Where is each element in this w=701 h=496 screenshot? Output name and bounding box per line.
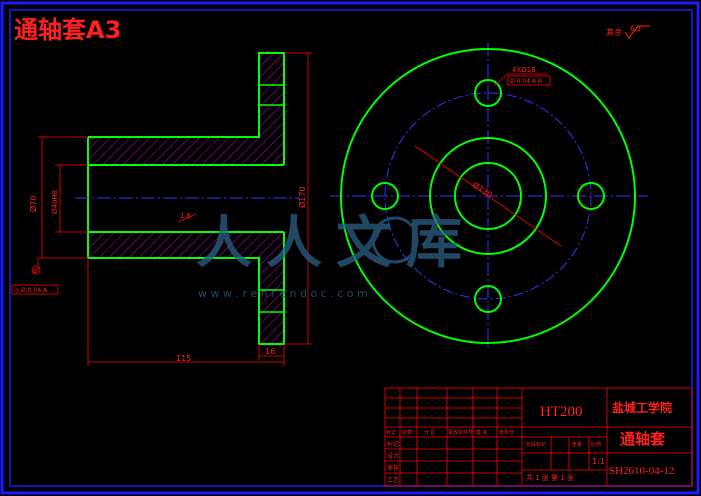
frame-border bbox=[9, 9, 693, 487]
tb-row-label-2: 审核 bbox=[387, 464, 399, 472]
bore-circle bbox=[454, 162, 522, 230]
watermark: 人人文库 w w w . r e n r e n d o c . c o m bbox=[196, 211, 476, 300]
hatch-upper-wall bbox=[88, 137, 284, 165]
bolt-circle-dim-line bbox=[414, 145, 562, 247]
tb-row-label-1: 设计 bbox=[387, 452, 399, 460]
tb-sheet-info: 共 1 张 第 1 张 bbox=[526, 473, 574, 482]
dim-flange-dia: Ø170 bbox=[297, 186, 307, 208]
tb-header-0: 标记 bbox=[386, 429, 396, 436]
hatch-flange-top bbox=[259, 53, 284, 105]
hole-note-leader bbox=[493, 73, 509, 87]
tb-drawing-no: SH2610-04-12 bbox=[609, 465, 674, 477]
datum-label: B bbox=[33, 268, 37, 275]
hole-note-frame bbox=[507, 75, 551, 86]
title-block-text: HT200 盐城工学院 通轴套 1:1 SH2610-04-12 共 1 张 第… bbox=[386, 400, 674, 484]
bolt-hole-bottom bbox=[474, 285, 502, 313]
tb-header-4: 签 名 bbox=[476, 429, 488, 436]
section-view: Ø70 Ø40H8 Ø170 115 16 1.6 B ◎ Ø 0.04 A bbox=[11, 52, 312, 366]
tb-scale: 1:1 bbox=[592, 457, 605, 466]
tb-row-label-0: 标记 bbox=[387, 440, 399, 448]
section-outline-top bbox=[88, 52, 285, 165]
tb-header-1: 处数 bbox=[402, 429, 412, 436]
dim-total-length: 115 bbox=[176, 354, 191, 363]
tolerance-frame-text: ◎ Ø 0.04 A bbox=[14, 287, 48, 294]
dim-inner-dia: Ø40H8 bbox=[51, 190, 59, 214]
watermark-text: 人人文库 bbox=[196, 211, 476, 276]
tb-school: 盐城工学院 bbox=[612, 400, 672, 415]
hatch-lower-wall bbox=[88, 232, 284, 258]
hub-outer-circle bbox=[429, 137, 547, 255]
bolt-hole-left bbox=[371, 182, 399, 210]
tb-row-label-3: 工艺 bbox=[387, 476, 399, 484]
tb-header-5: 年月日 bbox=[499, 429, 514, 436]
hole-note-tolerance: Ø 0.04 A B bbox=[510, 78, 542, 85]
roughness-symbol bbox=[624, 25, 650, 39]
tolerance-frame-box bbox=[11, 284, 59, 295]
tb-mid-header-2: 比例 bbox=[591, 441, 601, 448]
roughness-label: 其余 bbox=[606, 27, 622, 37]
hatch-flange-lower bbox=[259, 258, 284, 344]
hatch-flange-upper-step bbox=[259, 105, 284, 137]
bolt-hole-right bbox=[577, 182, 605, 210]
tb-part-name: 通轴套 bbox=[620, 430, 666, 448]
tb-material: HT200 bbox=[540, 404, 583, 420]
bolt-circle-dim: Ø130 bbox=[471, 179, 494, 199]
tb-mid-header-1: 重量 bbox=[572, 441, 582, 448]
drawing-title: 通轴套A3 bbox=[14, 16, 121, 44]
dim-flange-thickness: 16 bbox=[265, 347, 275, 356]
watermark-logo-ring bbox=[371, 216, 419, 264]
hole-note-count: 4XØ18 bbox=[512, 66, 536, 74]
flange-outer-circle bbox=[340, 48, 636, 344]
bolt-hole-top bbox=[474, 79, 502, 107]
front-view: Ø130 4XØ18 Ø 0.04 A B bbox=[330, 42, 648, 350]
tb-mid-header-0: 阶段标记 bbox=[526, 441, 546, 448]
chamfer-leader bbox=[177, 213, 197, 223]
tb-header-3: 更改文件号 bbox=[448, 429, 473, 436]
tb-header-2: 分 区 bbox=[424, 429, 436, 436]
dim-outer-dia: Ø70 bbox=[28, 196, 38, 212]
bolt-circle bbox=[384, 92, 592, 300]
chamfer-note: 1.6 bbox=[180, 212, 192, 220]
watermark-url: w w w . r e n r e n d o c . c o m bbox=[198, 287, 368, 300]
datum-symbol bbox=[31, 265, 41, 275]
title-block bbox=[384, 387, 693, 487]
